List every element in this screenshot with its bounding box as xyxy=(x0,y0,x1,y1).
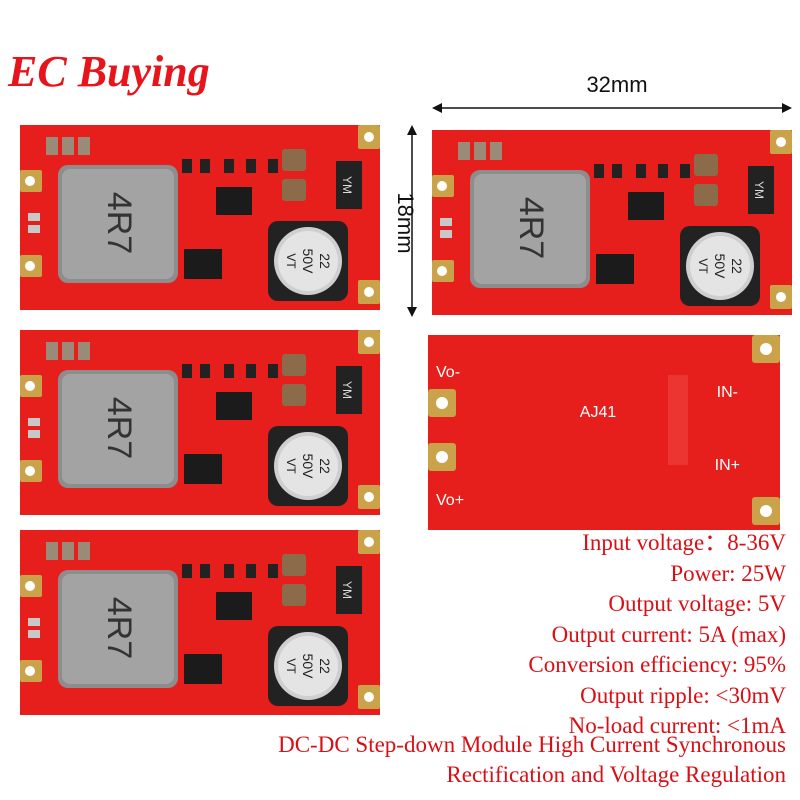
svg-text:VT: VT xyxy=(284,658,298,674)
product-description: DC-DC Step-down Module High Current Sync… xyxy=(6,730,786,790)
inductor-marking: 4R7 xyxy=(100,397,138,459)
diode-marking: YM xyxy=(340,581,354,599)
pad-in-plus-label: IN+ xyxy=(715,457,740,474)
spec-value: <1mA xyxy=(727,713,786,738)
diode-marking: YM xyxy=(340,176,354,194)
description-line-2: Rectification and Voltage Regulation xyxy=(446,762,786,787)
spec-label: Input voltage： xyxy=(582,530,728,555)
spec-value: 8-36V xyxy=(727,530,786,555)
spec-row: Output current: 5A (max) xyxy=(226,620,786,651)
svg-text:22: 22 xyxy=(729,258,745,274)
pcb-top-svg: 4R7 YM 22 50V VT xyxy=(20,330,380,515)
spec-value: 25W xyxy=(741,560,786,586)
svg-text:22: 22 xyxy=(317,253,333,269)
svg-text:50V: 50V xyxy=(300,454,316,480)
spec-label: Power: xyxy=(670,560,742,586)
pcb-top-view-2: 4R7 YM 22 50V VT xyxy=(432,130,792,315)
height-dimension-label: 18mm xyxy=(393,192,418,254)
spec-value: <30mV xyxy=(715,682,786,708)
model-label: AJ41 xyxy=(580,404,617,421)
pcb-top-view-3: 4R7 YM 22 50V VT xyxy=(20,330,380,515)
spec-row: Output voltage: 5V xyxy=(226,589,786,620)
spec-label: No-load current: xyxy=(568,713,728,738)
spec-row: Conversion efficiency: 95% xyxy=(226,650,786,681)
pcb-top-view-1: 4R7 YM 22 50V VT xyxy=(20,125,380,310)
inductor-marking: 4R7 xyxy=(100,597,138,659)
spec-value: 95% xyxy=(743,652,786,677)
svg-text:VT: VT xyxy=(284,458,298,474)
spec-label: Output ripple: xyxy=(580,682,716,708)
height-dimension-arrow xyxy=(407,125,417,317)
spec-row: Power: 25W xyxy=(226,559,786,590)
description-line-1: DC-DC Step-down Module High Current Sync… xyxy=(278,732,786,757)
diode-marking: YM xyxy=(752,181,766,199)
spec-row: No-load current: <1mA xyxy=(226,711,786,742)
spec-row: Input voltage：8-36V xyxy=(226,528,786,559)
spec-value: 5V xyxy=(757,591,786,616)
spec-label: Output voltage: xyxy=(608,591,758,616)
width-dimension-label: 32mm xyxy=(586,72,648,97)
pad-in-minus-label: IN- xyxy=(717,384,738,401)
pcb-top-view-4: 4R7 YM 22 50V VT xyxy=(20,530,380,715)
pcb-bottom-view: Vo- Vo+ IN- IN+ AJ41 xyxy=(428,335,788,530)
inductor-marking: 4R7 xyxy=(512,197,550,259)
diode-marking: YM xyxy=(340,381,354,399)
svg-text:VT: VT xyxy=(696,258,710,274)
svg-text:22: 22 xyxy=(317,458,333,474)
svg-text:50V: 50V xyxy=(712,254,728,280)
pad-vo-minus-label: Vo- xyxy=(436,364,460,381)
spec-label: Output current: xyxy=(551,621,699,647)
svg-text:50V: 50V xyxy=(300,654,316,680)
inductor-marking: 4R7 xyxy=(100,192,138,254)
pcb-top-svg: 4R7 YM 22 50V VT xyxy=(20,530,380,715)
svg-text:VT: VT xyxy=(284,253,298,269)
svg-text:50V: 50V xyxy=(300,249,316,275)
pcb-top-svg: 4R7 YM 22 50V VT xyxy=(20,125,380,310)
brand-logo: EC Buying xyxy=(8,47,210,96)
pad-vo-plus-label: Vo+ xyxy=(436,492,464,509)
svg-text:22: 22 xyxy=(317,658,333,674)
pcb-top-svg: 4R7 YM 22 50V VT xyxy=(432,130,792,315)
spec-row: Output ripple: <30mV xyxy=(226,681,786,712)
spec-value: 5A (max) xyxy=(698,621,786,647)
spec-label: Conversion efficiency: xyxy=(528,652,744,677)
width-dimension-arrow xyxy=(432,103,792,113)
